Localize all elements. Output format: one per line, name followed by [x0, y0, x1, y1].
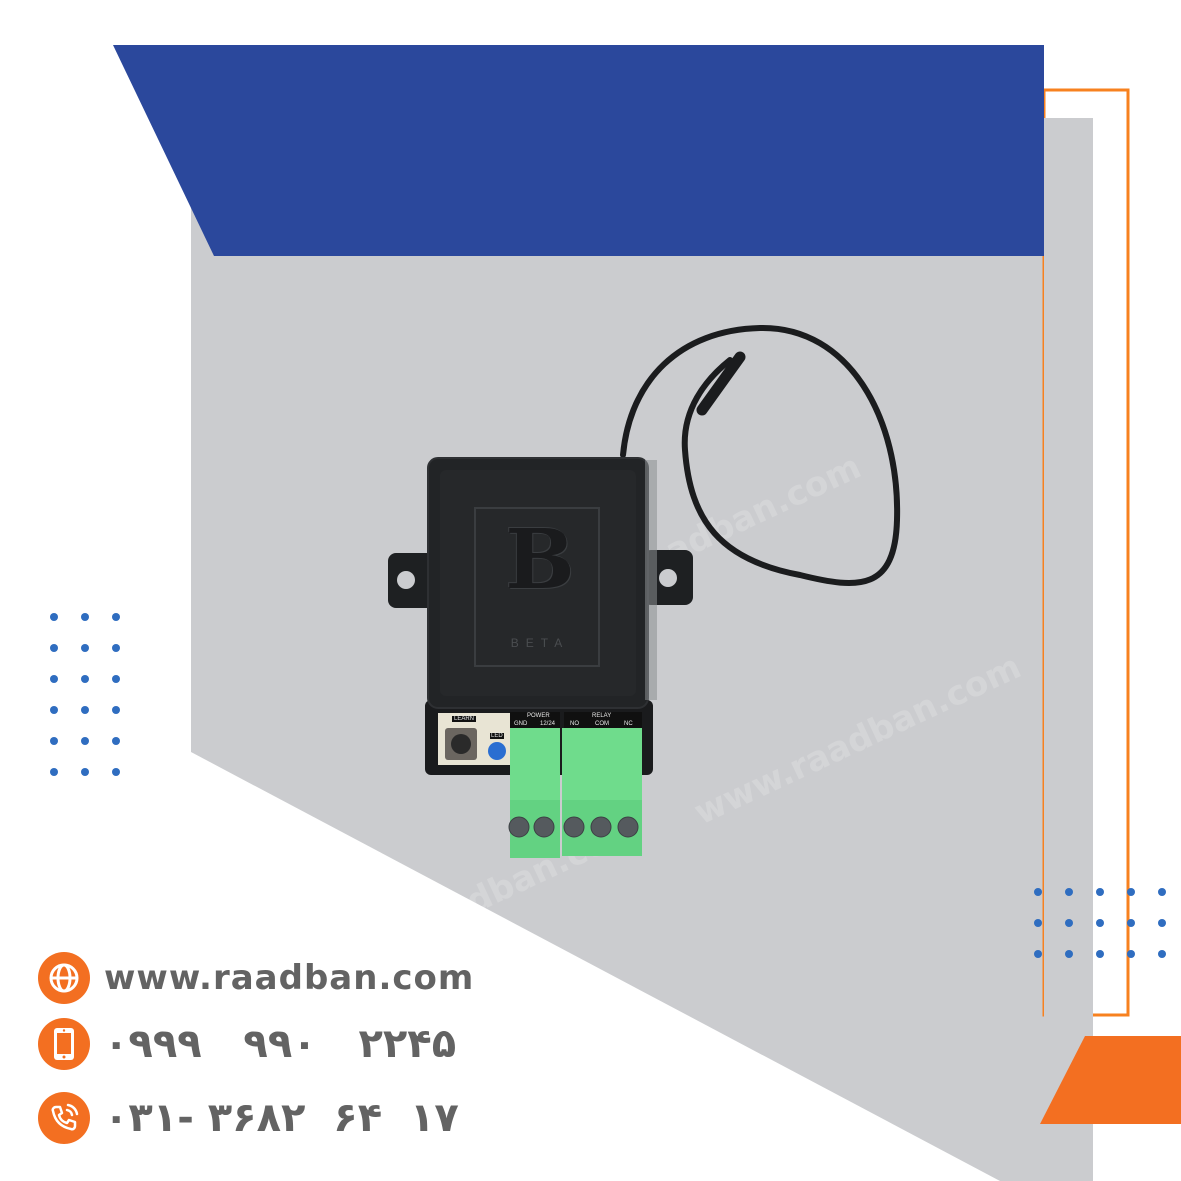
- dot: [50, 675, 58, 683]
- mobile-phone-icon: [38, 1018, 90, 1070]
- landline-number[interactable]: ۰۳۱- ۳۶۸۲ ۶۴ ۱۷: [104, 1095, 459, 1141]
- led: [488, 742, 506, 760]
- dot: [1065, 950, 1073, 958]
- brand-logo: B: [505, 512, 575, 608]
- dot: [50, 613, 58, 621]
- power-pin-gnd: GND: [514, 721, 528, 727]
- dot: [112, 737, 120, 745]
- dot: [81, 737, 89, 745]
- learn-label: LEARN: [452, 716, 477, 722]
- dot: [81, 706, 89, 714]
- power-title: POWER: [527, 713, 550, 719]
- dot: [81, 613, 89, 621]
- antenna-wire: [620, 324, 901, 586]
- phone-call-icon: [38, 1092, 90, 1144]
- dot: [112, 613, 120, 621]
- dot: [50, 706, 58, 714]
- dot: [1065, 919, 1073, 927]
- dot: [1127, 919, 1135, 927]
- left-dot-grid: [50, 613, 120, 776]
- power-pin-12-24: 12/24: [540, 721, 556, 727]
- dot: [112, 644, 120, 652]
- mobile-number[interactable]: ۰۹۹۹ ۹۹۰ ۲۲۴۵: [104, 1021, 457, 1067]
- contact-mobile[interactable]: ۰۹۹۹ ۹۹۰ ۲۲۴۵: [38, 1018, 456, 1070]
- dot: [81, 675, 89, 683]
- dot: [112, 675, 120, 683]
- globe-icon: [38, 952, 90, 1004]
- dot: [1034, 888, 1042, 896]
- antenna-tip: [696, 351, 746, 416]
- relay-pin-com: COM: [595, 721, 609, 727]
- dot: [1096, 950, 1104, 958]
- dot: [1158, 919, 1166, 927]
- dot: [50, 768, 58, 776]
- dot: [1065, 888, 1073, 896]
- website-link[interactable]: www.raadban.com: [104, 958, 475, 998]
- brand-name: BETA: [510, 636, 570, 650]
- led-label: LED: [490, 733, 504, 739]
- dot: [1158, 950, 1166, 958]
- dot: [1034, 950, 1042, 958]
- dot: [1096, 919, 1104, 927]
- dot: [50, 644, 58, 652]
- dot: [1158, 888, 1166, 896]
- contact-landline[interactable]: ۰۳۱- ۳۶۸۲ ۶۴ ۱۷: [38, 1092, 459, 1144]
- dot: [81, 768, 89, 776]
- right-dot-grid: [1034, 888, 1166, 958]
- dot: [1034, 919, 1042, 927]
- relay-pin-nc: NC: [624, 721, 633, 727]
- contact-website[interactable]: www.raadban.com: [38, 952, 474, 1004]
- dot: [50, 737, 58, 745]
- blue-banner: [113, 45, 1044, 256]
- relay-title: RELAY: [592, 713, 612, 719]
- relay-pin-no: NO: [570, 721, 579, 727]
- dot: [1096, 888, 1104, 896]
- dot: [81, 644, 89, 652]
- dot: [112, 768, 120, 776]
- dot: [112, 706, 120, 714]
- dot: [1127, 888, 1135, 896]
- dot: [1127, 950, 1135, 958]
- orange-trapezoid: [1040, 1036, 1181, 1124]
- logo-emboss: [474, 507, 600, 667]
